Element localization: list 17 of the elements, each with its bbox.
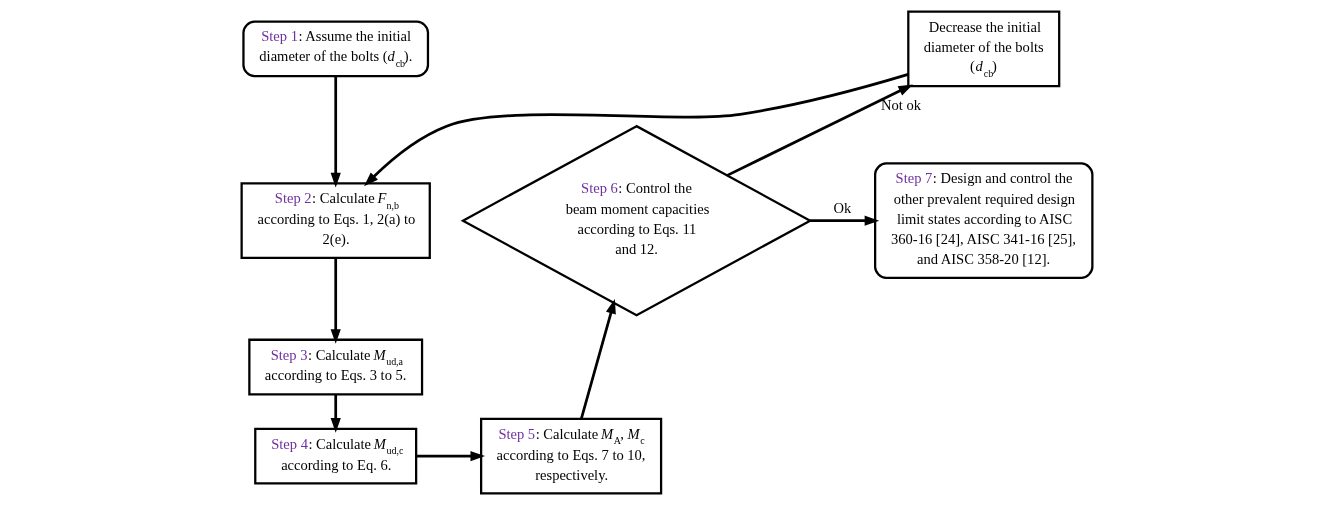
node-box: Decrease the initial diameter of the bolts (d$_{cb}$) bbox=[906, 10, 1060, 88]
arrow bbox=[415, 451, 485, 462]
arrow bbox=[579, 299, 616, 420]
arrow bbox=[330, 76, 341, 188]
node-box: Step 2: Calculate F$_{n,b}$ according to Eqs. 1, 2(a) to 2(e). bbox=[240, 182, 431, 260]
arrow bbox=[809, 215, 879, 226]
node-box: Step 4: Calculate M$_{ud,c}$ according to Eq. 6. bbox=[253, 427, 417, 485]
arrow bbox=[726, 84, 913, 177]
edge-label: Not ok bbox=[880, 96, 921, 113]
edge-label: Ok bbox=[833, 200, 851, 217]
node-box: Step 5: Calculate M$_{A}$, M$_{c}$ according to Eqs. 7 to 10, respectively. bbox=[479, 417, 662, 495]
arrow bbox=[330, 258, 341, 344]
node-box: Step 7: Design and control the other prevalent required design limit states according to AISC 360-16 [24], AISC 341-16 [25], and AISC 358-20 [12]. bbox=[873, 162, 1093, 280]
arrow bbox=[330, 394, 341, 433]
node-box: Step 3: Calculate M$_{ud,a}$ according to Eqs. 3 to 5. bbox=[247, 338, 423, 396]
arrow bbox=[363, 73, 908, 187]
node-box: Step 1: Assume the initial diameter of the bolts (d$_{cb}$). bbox=[241, 20, 429, 78]
